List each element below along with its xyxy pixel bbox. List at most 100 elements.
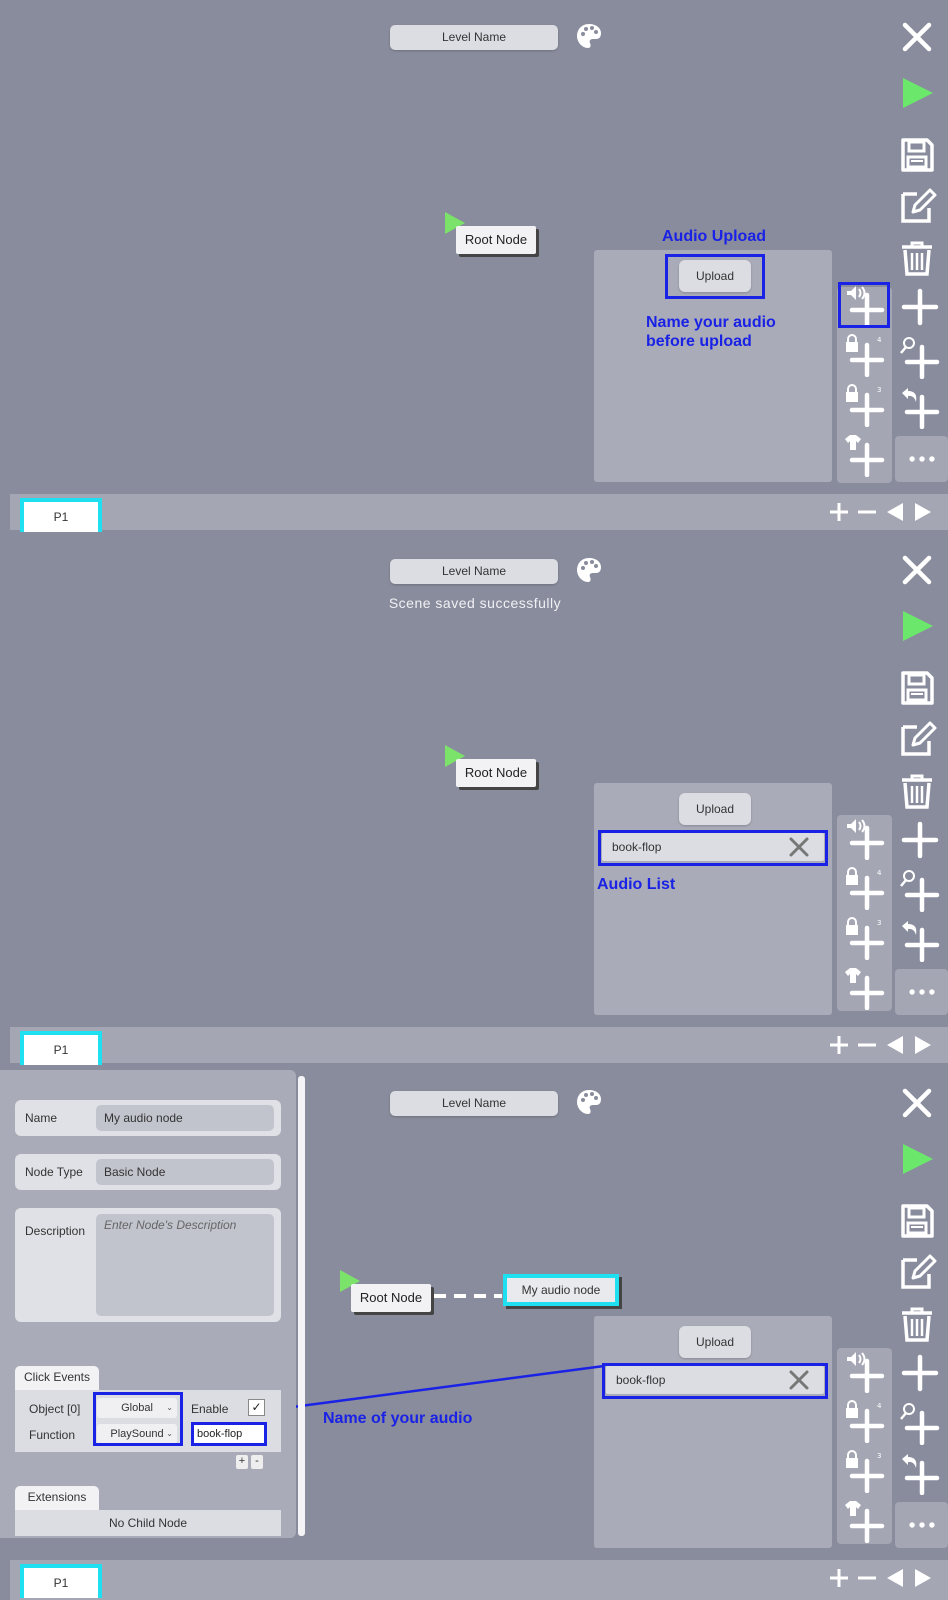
edit-button[interactable] [892, 183, 942, 229]
object-select-value: Global [121, 1402, 153, 1414]
delete-button[interactable] [892, 1301, 942, 1347]
enable-label: Enable [191, 1402, 229, 1416]
prev-page-icon[interactable] [884, 1567, 906, 1589]
save-icon [897, 1201, 937, 1241]
page-tab-p1[interactable]: P1 [20, 1031, 102, 1065]
add-event-button[interactable]: + [236, 1455, 248, 1469]
inspector-scrollbar[interactable] [298, 1076, 305, 1536]
add-lock3-node-button[interactable] [840, 915, 890, 961]
upload-button[interactable]: Upload [679, 793, 751, 825]
save-icon [897, 135, 937, 175]
add-lock4-node-button[interactable] [840, 1398, 890, 1444]
prev-page-icon[interactable] [884, 1034, 906, 1056]
tab-extensions[interactable]: Extensions [15, 1486, 99, 1510]
level-name-field[interactable]: Level Name [390, 25, 558, 50]
page-tab-p1[interactable]: P1 [20, 498, 102, 532]
add-audio-node-button[interactable] [840, 815, 890, 861]
add-undo-node-button[interactable] [895, 917, 945, 963]
add-lock4-node-button[interactable] [840, 332, 890, 378]
add-undo-node-button[interactable] [895, 384, 945, 430]
add-node-button[interactable] [895, 817, 945, 863]
add-search-node-button[interactable] [895, 334, 945, 380]
palette-icon[interactable] [575, 556, 603, 584]
add-shirt-node-button[interactable] [840, 965, 890, 1011]
add-lock4-node-button[interactable] [840, 865, 890, 911]
upload-button[interactable]: Upload [679, 1326, 751, 1358]
level-name-field[interactable]: Level Name [390, 559, 558, 584]
play-button[interactable] [892, 70, 942, 116]
audio-node[interactable]: My audio node [503, 1274, 619, 1306]
upload-button[interactable]: Upload [679, 260, 751, 292]
add-node-button[interactable] [895, 284, 945, 330]
audio-list-item[interactable]: book-flop [602, 833, 824, 861]
add-search-icon [898, 1401, 942, 1445]
edit-button[interactable] [892, 716, 942, 762]
add-search-node-button[interactable] [895, 867, 945, 913]
name-input[interactable]: My audio node [96, 1105, 274, 1131]
more-button[interactable] [895, 1502, 948, 1548]
save-button[interactable] [892, 132, 942, 178]
next-page-icon[interactable] [912, 501, 934, 523]
more-button[interactable] [895, 436, 948, 482]
function-select[interactable]: PlaySound⌄ [97, 1424, 177, 1444]
root-node[interactable]: Root Node [351, 1284, 431, 1312]
minus-page-icon[interactable] [856, 1034, 878, 1056]
param-input[interactable]: book-flop [191, 1422, 267, 1446]
description-input[interactable]: Enter Node's Description [96, 1214, 274, 1316]
node-type-grid [837, 287, 892, 483]
more-button[interactable] [895, 969, 948, 1015]
delete-button[interactable] [892, 768, 942, 814]
add-undo-icon [898, 918, 942, 962]
add-undo-node-button[interactable] [895, 1450, 945, 1496]
root-node[interactable]: Root Node [456, 226, 536, 254]
minus-page-icon[interactable] [856, 501, 878, 523]
next-page-icon[interactable] [912, 1567, 934, 1589]
node-type-label: Node Type [25, 1165, 83, 1179]
delete-button[interactable] [892, 235, 942, 281]
add-icon [900, 820, 940, 860]
play-button[interactable] [892, 603, 942, 649]
node-type-field[interactable]: Basic Node [96, 1159, 274, 1185]
chevron-down-icon: ⌄ [166, 1403, 173, 1412]
save-button[interactable] [892, 1198, 942, 1244]
add-audio-icon [843, 1349, 887, 1393]
add-shirt-node-button[interactable] [840, 1498, 890, 1544]
add-shirt-icon [843, 1499, 887, 1543]
add-lock3-icon [843, 1449, 887, 1493]
add-shirt-node-button[interactable] [840, 432, 890, 478]
status-message: Scene saved successfully [388, 595, 562, 611]
audio-item-label: book-flop [616, 1373, 666, 1387]
play-icon [897, 73, 937, 113]
tab-click-events[interactable]: Click Events [15, 1366, 99, 1390]
plus-page-icon[interactable] [828, 501, 850, 523]
close-button[interactable] [892, 1080, 942, 1126]
enable-checkbox[interactable]: ✓ [248, 1399, 265, 1416]
close-button[interactable] [892, 547, 942, 593]
next-page-icon[interactable] [912, 1034, 934, 1056]
add-lock3-node-button[interactable] [840, 382, 890, 428]
add-search-icon [898, 868, 942, 912]
level-name-field[interactable]: Level Name [390, 1091, 558, 1116]
play-button[interactable] [892, 1136, 942, 1182]
plus-page-icon[interactable] [828, 1034, 850, 1056]
add-search-icon [898, 335, 942, 379]
page-tab-p1[interactable]: P1 [20, 1564, 102, 1598]
add-lock3-node-button[interactable] [840, 1448, 890, 1494]
palette-icon[interactable] [575, 22, 603, 50]
remove-event-button[interactable]: - [251, 1455, 263, 1469]
palette-icon[interactable] [575, 1088, 603, 1116]
root-node[interactable]: Root Node [456, 759, 536, 787]
add-audio-node-button[interactable] [840, 1348, 890, 1394]
plus-page-icon[interactable] [828, 1567, 850, 1589]
audio-list-item[interactable]: book-flop [606, 1366, 824, 1394]
prev-page-icon[interactable] [884, 501, 906, 523]
close-button[interactable] [892, 14, 942, 60]
minus-page-icon[interactable] [856, 1567, 878, 1589]
object-select[interactable]: Global ⌄ [97, 1398, 177, 1418]
edit-button[interactable] [892, 1249, 942, 1295]
add-node-button[interactable] [895, 1350, 945, 1396]
add-search-node-button[interactable] [895, 1400, 945, 1446]
edit-icon [897, 719, 937, 759]
save-button[interactable] [892, 665, 942, 711]
trash-icon [897, 1304, 937, 1344]
